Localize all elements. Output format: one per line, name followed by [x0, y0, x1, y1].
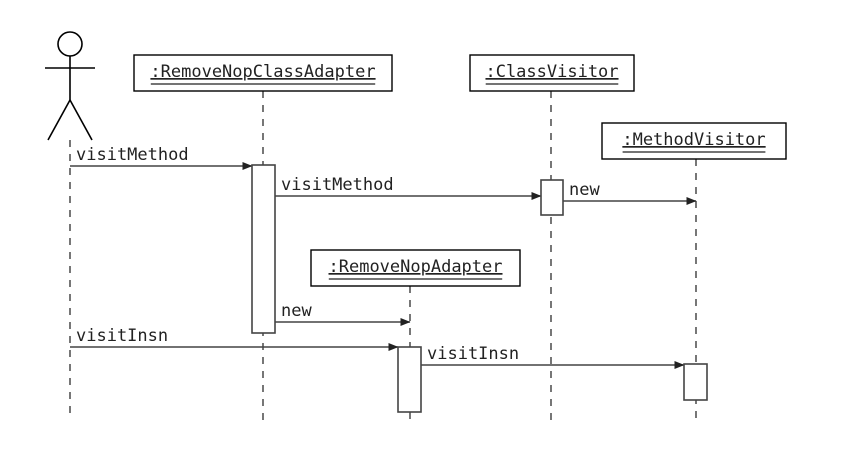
lifeline-label-remove-nop-class-adapter: :RemoveNopClassAdapter: [150, 62, 375, 82]
message-label-msg-visit-method-1: visitMethod: [76, 145, 189, 165]
message-msg-visit-insn-1: visitInsn: [70, 326, 399, 351]
actor-leg-right: [69, 99, 93, 141]
message-label-msg-visit-insn-1: visitInsn: [76, 326, 168, 346]
activation-bar-act-method-visitor: [683, 363, 708, 401]
message-label-msg-visit-method-2: visitMethod: [281, 175, 394, 195]
lifeline-box-class-visitor[interactable]: :ClassVisitor: [469, 54, 635, 92]
activation-bar-act-nop-adapter: [397, 346, 422, 413]
message-label-msg-visit-insn-2: visitInsn: [427, 344, 519, 364]
message-msg-visit-method-1: visitMethod: [70, 145, 253, 170]
lifeline-box-rect-class-visitor: [469, 54, 635, 92]
actor-head-icon: [57, 31, 83, 57]
lifeline-box-rect-remove-nop-class-adapter: [133, 54, 393, 92]
lifeline-box-method-visitor[interactable]: :MethodVisitor: [601, 122, 787, 160]
lifeline-box-rect-remove-nop-adapter: [310, 249, 521, 287]
message-msg-visit-insn-2: visitInsn: [421, 344, 685, 369]
message-label-msg-new-nop-adapter: new: [281, 301, 312, 321]
lifeline-box-remove-nop-class-adapter[interactable]: :RemoveNopClassAdapter: [133, 54, 393, 92]
message-msg-visit-method-2: visitMethod: [275, 175, 542, 200]
message-msg-new-nop-adapter: new: [275, 301, 411, 326]
message-label-msg-new-method-visitor: new: [569, 180, 600, 200]
activation-bar-act-class-visitor: [540, 179, 564, 216]
actors-layer: [45, 31, 95, 141]
lifeline-boxes-layer: :RemoveNopClassAdapter :ClassVisitor :Meth…: [133, 54, 787, 287]
activation-bar-act-class-adapter: [251, 164, 276, 334]
activations-layer: [251, 164, 708, 413]
lifeline-box-rect-method-visitor: [601, 122, 787, 160]
lifeline-label-method-visitor: :MethodVisitor: [622, 130, 765, 150]
lifeline-label-remove-nop-adapter: :RemoveNopAdapter: [329, 257, 503, 277]
lifeline-box-remove-nop-adapter[interactable]: :RemoveNopAdapter: [310, 249, 521, 287]
lifeline-label-class-visitor: :ClassVisitor: [485, 62, 618, 82]
message-msg-new-method-visitor: new: [563, 180, 697, 205]
messages-layer: visitMethod visitMethod new new visitInsn vis…: [70, 145, 697, 369]
actor-leg-left: [47, 99, 71, 141]
actor-actor: [45, 31, 95, 141]
